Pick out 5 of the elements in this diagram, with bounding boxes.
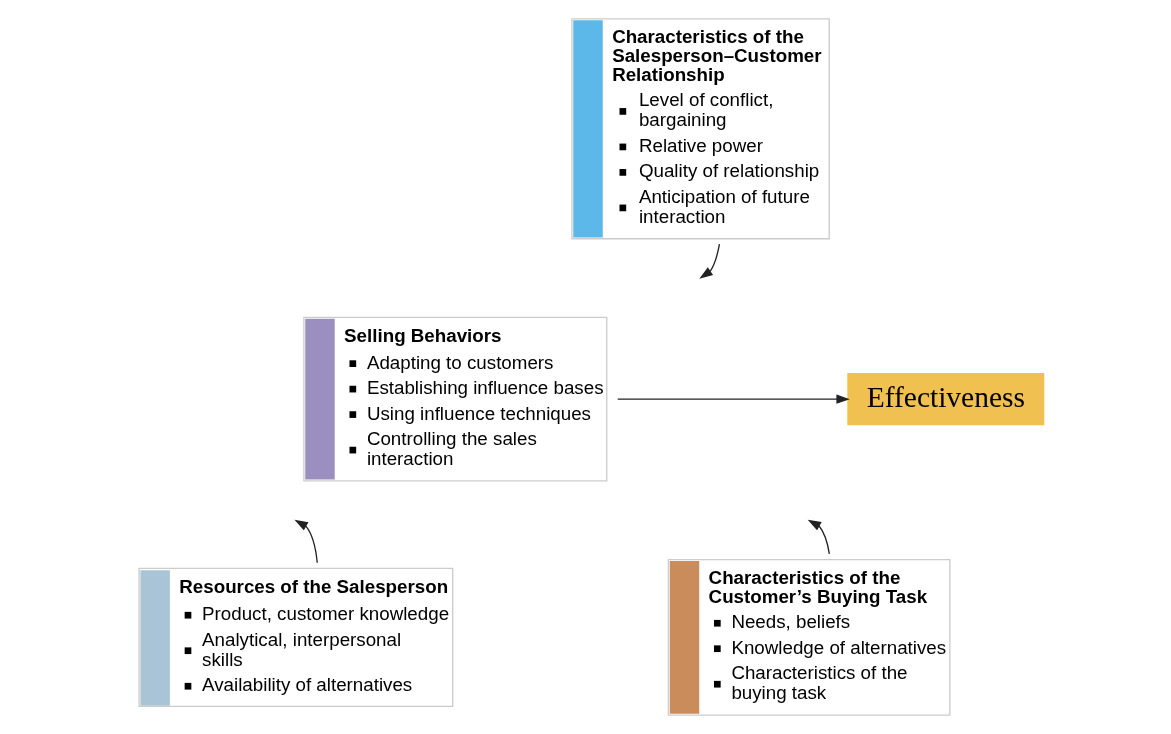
- arrow: [807, 519, 830, 555]
- node-box: Effectiveness: [846, 373, 1044, 426]
- arrow: [616, 394, 850, 404]
- arrow: [293, 519, 318, 564]
- arrow: [698, 243, 720, 279]
